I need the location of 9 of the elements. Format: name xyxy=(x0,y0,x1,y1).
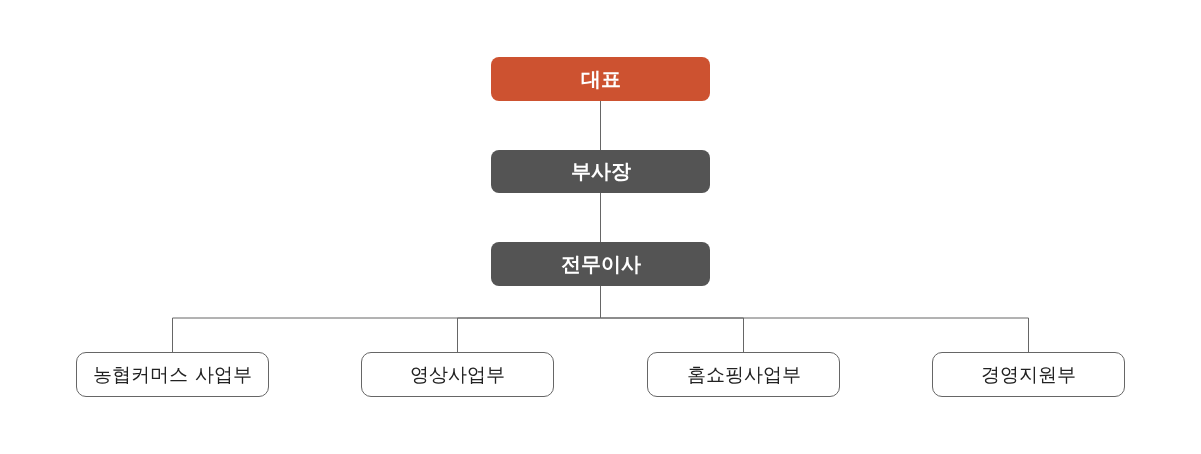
position-box: 부사장 xyxy=(491,150,710,193)
connector-line xyxy=(600,192,601,243)
department-box: 영상사업부 xyxy=(361,352,554,397)
connector-line xyxy=(600,100,601,151)
position-box: 전무이사 xyxy=(491,242,710,286)
department-box: 농협커머스 사업부 xyxy=(76,352,269,397)
department-box: 홈쇼핑사업부 xyxy=(647,352,840,397)
department-box: 경영지원부 xyxy=(932,352,1125,397)
position-box: 대표 xyxy=(491,57,710,101)
